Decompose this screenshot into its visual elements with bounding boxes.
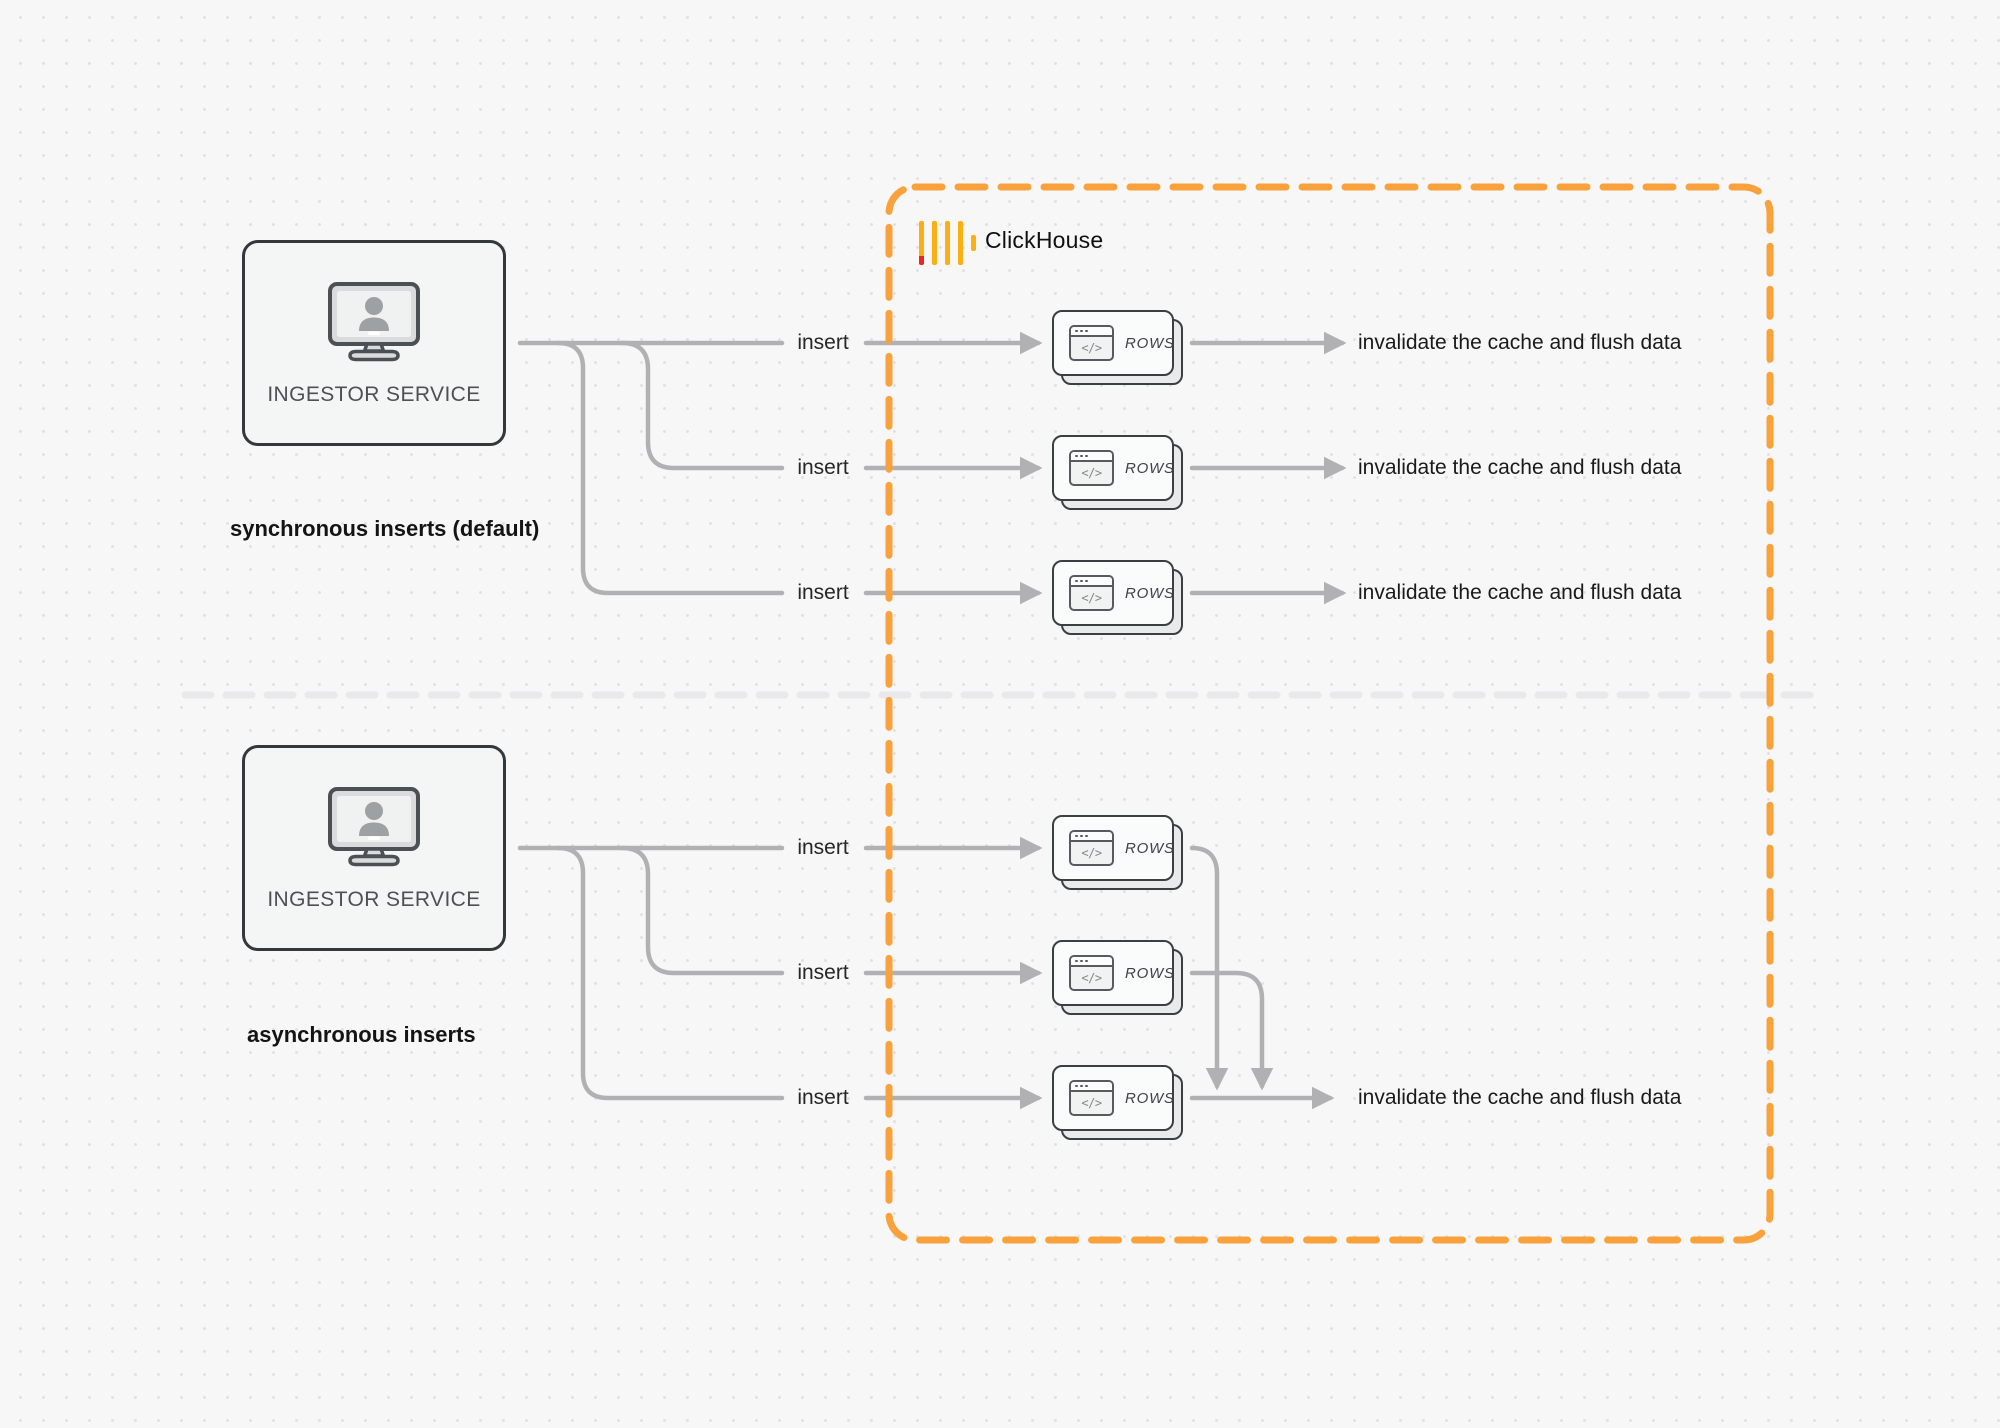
rows-label: ROWS [1125,964,1175,982]
sync-branch-row2 [619,340,785,471]
result-label-sync-3: invalidate the cache and flush data [1358,581,1682,604]
rows-card-sync-1: </> ROWS [1052,310,1183,385]
insert-label-sync-1: insert [797,331,849,354]
connector-group [517,331,1347,1110]
ingestor-service-box-sync: INGESTOR SERVICE [242,240,506,446]
rows-label: ROWS [1125,584,1175,602]
async-branch-row2 [619,845,785,976]
result-label-sync-2: invalidate the cache and flush data [1358,456,1682,479]
code-window-icon: </> [1069,450,1114,486]
insert-label-async-1: insert [797,836,849,859]
code-window-icon: </> [1069,955,1114,991]
monitor-user-icon [328,281,420,361]
rows-card-sync-2: </> ROWS [1052,435,1183,510]
rows-label: ROWS [1125,459,1175,477]
clickhouse-logo-icon [919,221,976,265]
async-flush-arrow-1 [1189,845,1229,1091]
clickhouse-boundary [885,183,1774,1244]
monitor-user-icon [328,786,420,866]
result-label-sync-1: invalidate the cache and flush data [1358,331,1682,354]
code-window-icon: </> [1069,1080,1114,1116]
code-window-icon: </> [1069,830,1114,866]
result-label-async: invalidate the cache and flush data [1358,1086,1682,1109]
rows-card-async-2: </> ROWS [1052,940,1183,1015]
insert-label-sync-3: insert [797,581,849,604]
rows-card-sync-3: </> ROWS [1052,560,1183,635]
ingestor-service-box-async: INGESTOR SERVICE [242,745,506,951]
clickhouse-label: ClickHouse [985,227,1104,253]
insert-label-async-2: insert [797,961,849,984]
caption-async: asynchronous inserts [247,1022,476,1047]
caption-sync: synchronous inserts (default) [230,516,540,541]
async-branch-row3 [555,845,785,1101]
rows-card-async-3: </> ROWS [1052,1065,1183,1140]
code-window-icon: </> [1069,575,1114,611]
rows-label: ROWS [1125,839,1175,857]
rows-card-async-1: </> ROWS [1052,815,1183,890]
rows-label: ROWS [1125,1089,1175,1107]
async-flush-arrow-2 [1189,970,1274,1091]
service-label-sync: INGESTOR SERVICE [267,382,481,406]
rows-label: ROWS [1125,334,1175,352]
insert-label-sync-2: insert [797,456,849,479]
service-label-async: INGESTOR SERVICE [267,887,481,911]
insert-label-async-3: insert [797,1086,849,1109]
sync-branch-row3 [555,340,785,596]
code-window-icon: </> [1069,325,1114,361]
